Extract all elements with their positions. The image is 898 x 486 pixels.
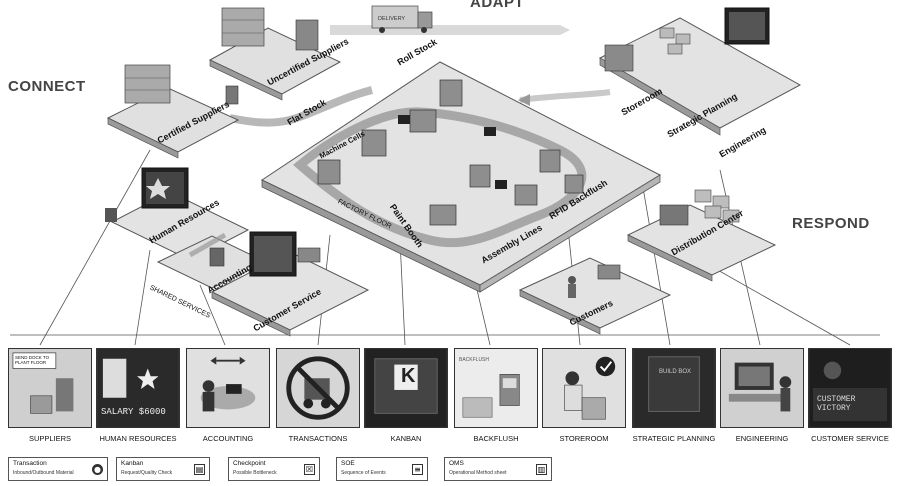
panel-label-engineering: ENGINEERING: [712, 434, 812, 443]
legend-oms-sub: Operational Method sheet: [449, 470, 507, 476]
panel-planning-text: BUILD BOX: [659, 369, 695, 375]
panel-transactions: [276, 348, 360, 428]
panel-storeroom: [542, 348, 626, 428]
customers-platform: [520, 258, 670, 328]
panel-label-kanban: KANBAN: [356, 434, 456, 443]
legend-kanban-title: Kanban: [121, 460, 143, 467]
panel-customer-service: CUSTOMER VICTORY: [808, 348, 892, 428]
customer-service-sign-icon: [809, 349, 891, 427]
check-box-icon: ☒: [304, 464, 315, 475]
panel-label-suppliers: SUPPLIERS: [0, 434, 100, 443]
panel-suppliers: SEND DOCK TO PLANT FLOOR: [8, 348, 92, 428]
respond-heading: RESPOND: [792, 215, 870, 232]
list-icon: ≡: [412, 464, 423, 475]
circle-icon: ●: [92, 464, 103, 475]
legend-oms: OMS Operational Method sheet ▥: [444, 457, 552, 481]
legend-oms-title: OMS: [449, 460, 464, 467]
panel-suppliers-text: SEND DOCK TO PLANT FLOOR: [15, 355, 57, 365]
panel-label-storeroom: STOREROOM: [534, 434, 634, 443]
card-icon: ▤: [194, 464, 205, 475]
engineering-workstation-icon: [721, 349, 803, 427]
adapt-heading: ADAPT: [470, 0, 524, 11]
panel-label-human-resources: HUMAN RESOURCES: [88, 434, 188, 443]
connect-heading: CONNECT: [8, 78, 86, 95]
panel-label-transactions: TRANSACTIONS: [268, 434, 368, 443]
legend-transaction-title: Transaction: [13, 460, 47, 467]
legend-soe-title: SOE: [341, 460, 355, 467]
panel-backflush-text: BACKFLUSH: [459, 357, 489, 363]
panel-label-backflush: BACKFLUSH: [446, 434, 546, 443]
legend-checkpoint-sub: Possible Bottleneck: [233, 470, 277, 476]
legend-transaction: Transaction Inbound/Outbound Material ●: [8, 457, 108, 481]
panel-human-resources: SALARY $6000: [96, 348, 180, 428]
accounting-desk-icon: [187, 349, 269, 427]
panel-label-accounting: ACCOUNTING: [178, 434, 278, 443]
legend-checkpoint: Checkpoint Possible Bottleneck ☒: [228, 457, 320, 481]
panel-kanban: K: [364, 348, 448, 428]
planning-board-icon: [633, 349, 715, 427]
panel-accounting: [186, 348, 270, 428]
panel-strategic-planning: BUILD BOX: [632, 348, 716, 428]
panel-label-customer-service: CUSTOMER SERVICE: [800, 434, 898, 443]
panel-hr-text: SALARY $6000: [101, 407, 166, 417]
legend-transaction-sub: Inbound/Outbound Material: [13, 470, 74, 476]
storeroom-checkmark-icon: [543, 349, 625, 427]
legend-checkpoint-title: Checkpoint: [233, 460, 266, 467]
sheet-icon: ▥: [536, 464, 547, 475]
panel-label-strategic-planning: STRATEGIC PLANNING: [624, 434, 724, 443]
panel-engineering: [720, 348, 804, 428]
panel-kanban-text: K: [401, 365, 415, 388]
legend-soe: SOE Sequence of Events ≡: [336, 457, 428, 481]
legend-soe-sub: Sequence of Events: [341, 470, 386, 476]
panel-customer-text: CUSTOMER VICTORY: [817, 395, 889, 413]
truck-text: DELIVERY: [378, 16, 405, 22]
panel-backflush: BACKFLUSH: [454, 348, 538, 428]
no-forklift-icon: [277, 349, 359, 427]
kanban-card-icon: [365, 349, 447, 427]
legend-kanban: Kanban Request/Quality Check ▤: [116, 457, 210, 481]
legend-kanban-sub: Request/Quality Check: [121, 470, 172, 476]
